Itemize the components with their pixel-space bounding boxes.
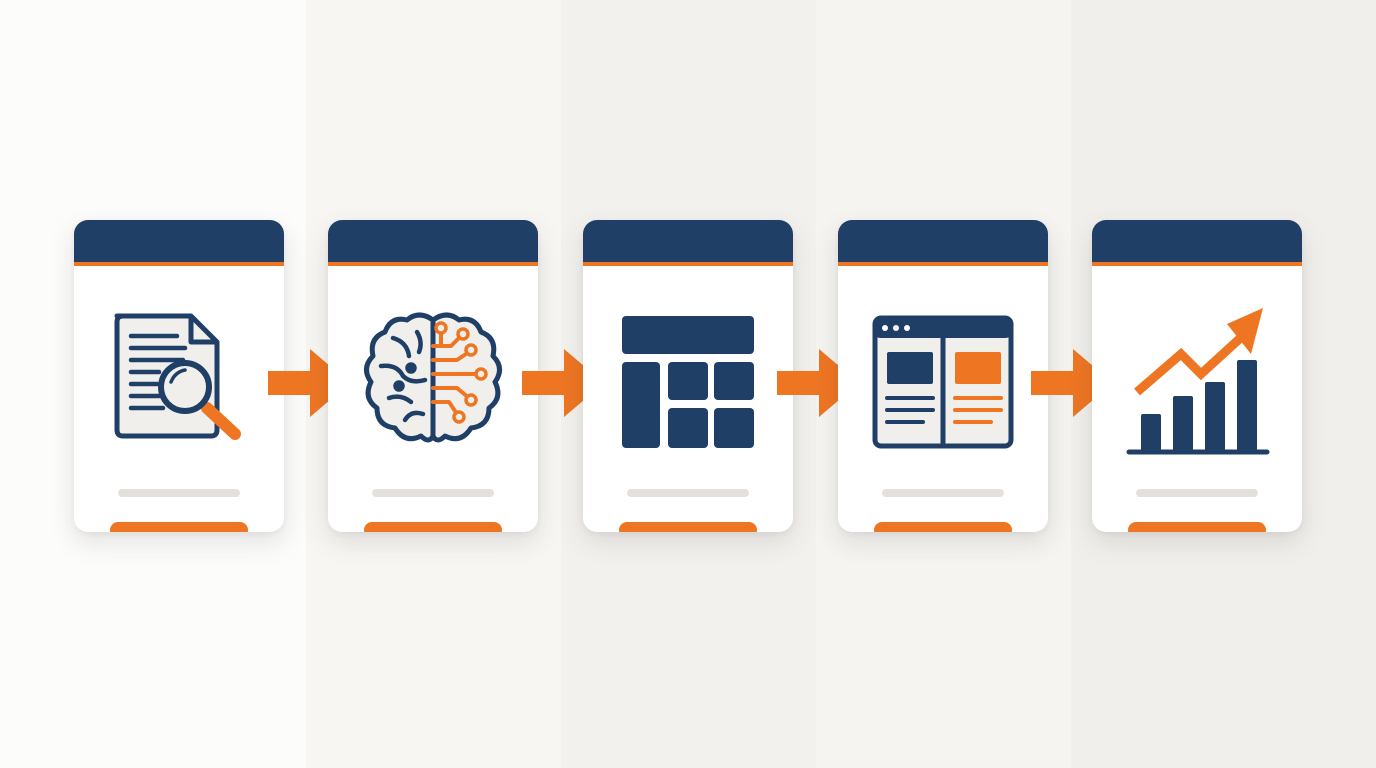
card-footer-bar <box>1128 522 1266 532</box>
card-text-placeholder <box>118 489 240 497</box>
card-header <box>583 220 793 262</box>
step-card-2 <box>328 220 538 532</box>
card-header-accent <box>838 262 1048 266</box>
card-header <box>328 220 538 262</box>
card-footer-bar <box>110 522 248 532</box>
card-header <box>838 220 1048 262</box>
card-text-placeholder <box>1136 489 1258 497</box>
growth-chart-icon <box>1126 308 1270 455</box>
grid-layout-icon <box>622 316 754 448</box>
browser-window-icon <box>872 315 1014 449</box>
step-card-4 <box>838 220 1048 532</box>
card-footer-bar <box>619 522 757 532</box>
card-header-accent <box>1092 262 1302 266</box>
card-header <box>1092 220 1302 262</box>
step-card-5 <box>1092 220 1302 532</box>
card-header <box>74 220 284 262</box>
card-header-accent <box>74 262 284 266</box>
card-footer-bar <box>874 522 1012 532</box>
card-footer-bar <box>364 522 502 532</box>
brain-circuit-icon <box>364 312 502 443</box>
card-text-placeholder <box>627 489 749 497</box>
card-header-accent <box>328 262 538 266</box>
card-header-accent <box>583 262 793 266</box>
step-card-3 <box>583 220 793 532</box>
card-text-placeholder <box>882 489 1004 497</box>
document-search-icon <box>114 313 241 440</box>
step-card-1 <box>74 220 284 532</box>
card-text-placeholder <box>372 489 494 497</box>
